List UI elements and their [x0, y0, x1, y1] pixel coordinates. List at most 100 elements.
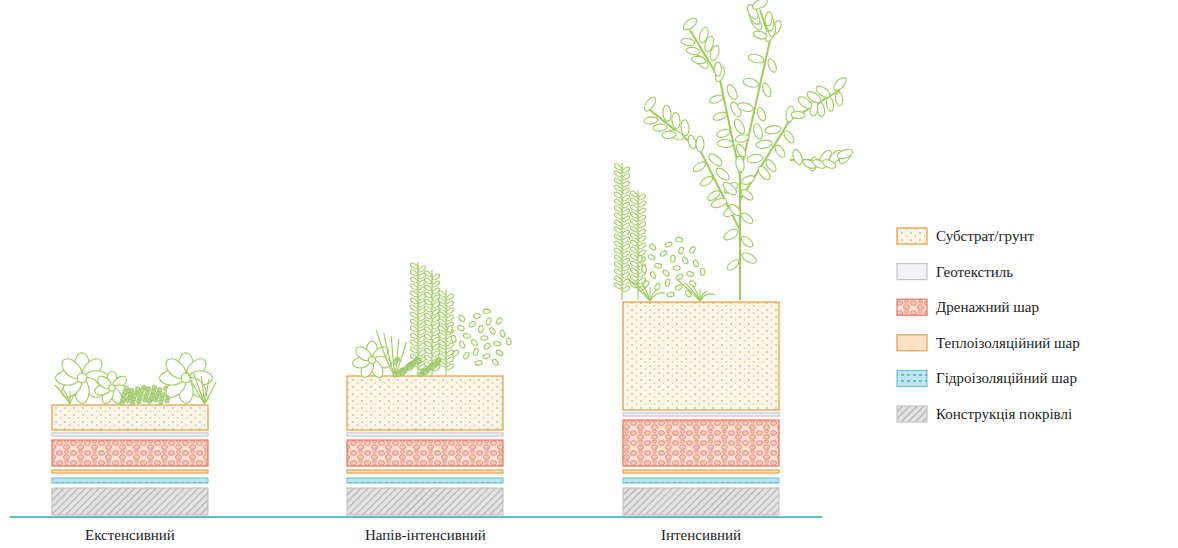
leaf — [673, 266, 680, 270]
legend-swatch — [897, 406, 927, 422]
leaf — [622, 187, 631, 195]
leaf — [446, 300, 455, 308]
leaf — [751, 0, 769, 11]
grass-blade — [693, 286, 701, 301]
leaf — [676, 237, 683, 242]
leaf — [680, 37, 695, 46]
moss-dot — [125, 398, 130, 403]
leaf — [832, 75, 849, 92]
leaf — [614, 170, 623, 178]
leaf — [638, 200, 647, 208]
leaf — [410, 332, 419, 340]
leaf — [458, 314, 466, 322]
leaf — [717, 139, 733, 148]
leaf — [485, 317, 492, 325]
grass-blade — [391, 336, 395, 376]
waterproof-layer — [897, 370, 927, 386]
leaf — [675, 273, 683, 281]
leaf — [424, 277, 433, 285]
legend-swatch — [897, 335, 927, 351]
leaf — [681, 256, 689, 264]
moss-dot — [416, 359, 421, 364]
leaf — [764, 11, 772, 26]
leaf — [622, 180, 631, 188]
leaf — [438, 311, 447, 319]
leaf — [424, 326, 433, 334]
leaf — [447, 326, 452, 333]
leaf — [622, 215, 631, 223]
roof-structure — [52, 488, 208, 515]
leaf — [478, 325, 483, 332]
leaf — [740, 174, 756, 186]
leaf — [735, 155, 746, 172]
moss-dot — [407, 366, 412, 371]
leaf — [410, 290, 419, 298]
leaf — [432, 273, 441, 281]
moss-dot — [423, 370, 428, 375]
leaf — [836, 148, 854, 161]
leaf — [681, 16, 699, 32]
substrate-layer — [897, 228, 927, 244]
leaf — [495, 317, 503, 325]
leaf — [432, 280, 441, 288]
leaf — [499, 330, 505, 338]
insulation-layer — [623, 470, 779, 473]
leaf — [622, 166, 631, 174]
roof-type-label: Інтенсивний — [661, 526, 741, 544]
leaf — [109, 385, 115, 391]
leaf — [747, 53, 764, 65]
leaf — [680, 119, 689, 136]
leaf — [622, 257, 631, 265]
leaf — [438, 332, 447, 340]
leaf — [410, 304, 419, 312]
grass-blade — [63, 388, 71, 404]
leaf — [410, 346, 419, 354]
roof-structure — [347, 488, 503, 515]
leaf — [614, 226, 623, 234]
leaf — [446, 342, 455, 350]
leaf — [438, 318, 447, 326]
grass-blade — [376, 330, 395, 376]
leaf — [614, 184, 623, 192]
leaf — [181, 373, 191, 383]
leaf — [446, 293, 455, 301]
leaf — [630, 246, 639, 254]
tree-branch — [650, 110, 700, 150]
waterproof-layer — [52, 478, 208, 483]
leaf — [424, 305, 433, 313]
grass-blade — [700, 294, 715, 301]
moss-dot — [400, 371, 405, 376]
moss-dot — [124, 386, 129, 391]
leaf — [493, 341, 501, 347]
leaf — [438, 325, 447, 333]
leaf — [693, 259, 699, 267]
leaf — [614, 212, 623, 220]
leaf — [765, 125, 782, 135]
leaf — [761, 82, 773, 98]
leaf — [368, 356, 375, 363]
leaf — [714, 62, 721, 76]
leaf — [459, 341, 466, 349]
leaf — [630, 197, 639, 205]
grass-blade — [635, 281, 650, 301]
grass-blade — [650, 293, 665, 301]
leaf — [638, 256, 647, 264]
tree-branch — [739, 170, 741, 300]
leaf — [446, 363, 455, 371]
moss-dot — [161, 392, 166, 397]
leaf — [817, 102, 826, 117]
leaf — [630, 253, 639, 261]
leaf — [622, 222, 631, 230]
leaf — [410, 318, 419, 326]
leaf — [734, 134, 749, 144]
leaf — [814, 84, 832, 100]
leaf — [424, 270, 433, 278]
leaf — [689, 246, 697, 254]
leaf — [470, 339, 478, 347]
geotextile-layer — [52, 433, 208, 436]
drainage-layer — [347, 440, 503, 466]
leaf — [735, 143, 748, 159]
grass-blade — [685, 283, 700, 301]
tree-branch — [740, 120, 790, 200]
leaf — [410, 262, 419, 270]
